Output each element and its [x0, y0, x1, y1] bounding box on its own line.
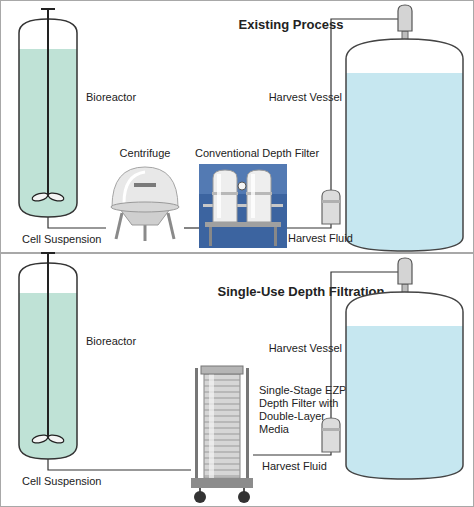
harvest-liquid: [346, 73, 463, 251]
pipe-line: [48, 217, 106, 228]
single-use-filter-unit: Single-Stage EZP Depth Filter with Doubl…: [191, 366, 253, 504]
bioreactor-tank: Bioreactor: [19, 19, 77, 217]
equipment-label: Centrifuge: [96, 147, 194, 160]
vent-filter: [398, 258, 412, 284]
node-outline: [106, 163, 184, 241]
housing-highlight: [251, 174, 255, 218]
agitator-shaft: [47, 253, 49, 439]
photo-background: [199, 164, 287, 248]
impeller-blade: [47, 192, 64, 203]
node-outline: [346, 3, 463, 251]
column-cap: [201, 366, 243, 374]
centrifuge-logo: [134, 183, 156, 187]
pressure-gauge: [238, 182, 246, 190]
flow-label: Harvest Fluid: [262, 460, 327, 473]
depth-filter-unit: Conventional Depth Filter: [199, 164, 287, 248]
equipment-label: Conventional Depth Filter: [195, 147, 319, 160]
node-outline: [199, 164, 287, 248]
flow-label: Cell Suspension: [22, 233, 102, 246]
bioreactor-tank: Bioreactor: [19, 263, 77, 459]
skid-leg: [209, 227, 212, 246]
vessel-outline: [346, 39, 463, 251]
process-panel: Single-Use Depth FiltrationBioreactorSin…: [0, 253, 474, 507]
column-highlight: [209, 374, 214, 478]
bottle-band: [322, 428, 340, 431]
cart-wheel: [194, 491, 206, 503]
bottle-band: [322, 200, 340, 203]
inlet-pipe: [346, 271, 398, 272]
impeller-blade: [31, 192, 48, 203]
flow-label: Harvest Fluid: [288, 232, 353, 245]
skid-leg: [274, 227, 277, 246]
harvest-vessel: Harvest Vessel: [346, 256, 463, 479]
sample-bottle: [322, 418, 340, 452]
impeller-blade: [47, 434, 64, 445]
vessel-body: [346, 292, 463, 479]
centrifuge-leg: [168, 213, 174, 239]
photo-light: [199, 164, 287, 194]
tank-label: Bioreactor: [86, 335, 136, 348]
filter-housing: [213, 170, 237, 222]
node-outline: [346, 256, 463, 479]
agitator-shaft: [47, 9, 49, 197]
cart-wheel: [238, 491, 250, 503]
vessel-outline: [346, 292, 463, 479]
centrifuge-leg: [116, 213, 122, 239]
vent-filter: [398, 5, 412, 31]
process-panel: Existing ProcessBioreactorCentrifugeConv…: [0, 0, 474, 253]
pipe-line: [287, 19, 346, 228]
skid-frame: [205, 222, 281, 227]
filter-housing: [247, 170, 271, 222]
pipe-line: [48, 459, 191, 470]
inlet-pipe: [346, 18, 398, 19]
agitator-motor: [41, 252, 55, 254]
centrifuge-unit: Centrifuge: [106, 163, 184, 241]
housing-clamp: [212, 192, 238, 195]
agitator-motor: [41, 8, 55, 10]
node-outline: [191, 366, 253, 504]
tank-label: Bioreactor: [86, 91, 136, 104]
vessel-body: [346, 39, 463, 251]
frame-post: [195, 368, 198, 488]
centrifuge-dome: [112, 167, 178, 207]
centrifuge-highlight: [124, 172, 145, 203]
flow-label: Cell Suspension: [22, 475, 102, 488]
housing-highlight: [217, 174, 221, 218]
node-outline: [19, 263, 77, 459]
harvest-vessel: Harvest Vessel: [346, 3, 463, 251]
housing-clamp: [246, 192, 272, 195]
sample-bottle: [322, 190, 340, 224]
harvest-liquid: [346, 326, 463, 479]
impeller-blade: [31, 434, 48, 445]
cart-base: [191, 478, 253, 488]
node-outline: [19, 19, 77, 217]
pipe-line: [184, 227, 199, 228]
filter-column: [204, 374, 240, 478]
centrifuge-rim: [111, 202, 179, 212]
frame-post: [246, 368, 249, 488]
